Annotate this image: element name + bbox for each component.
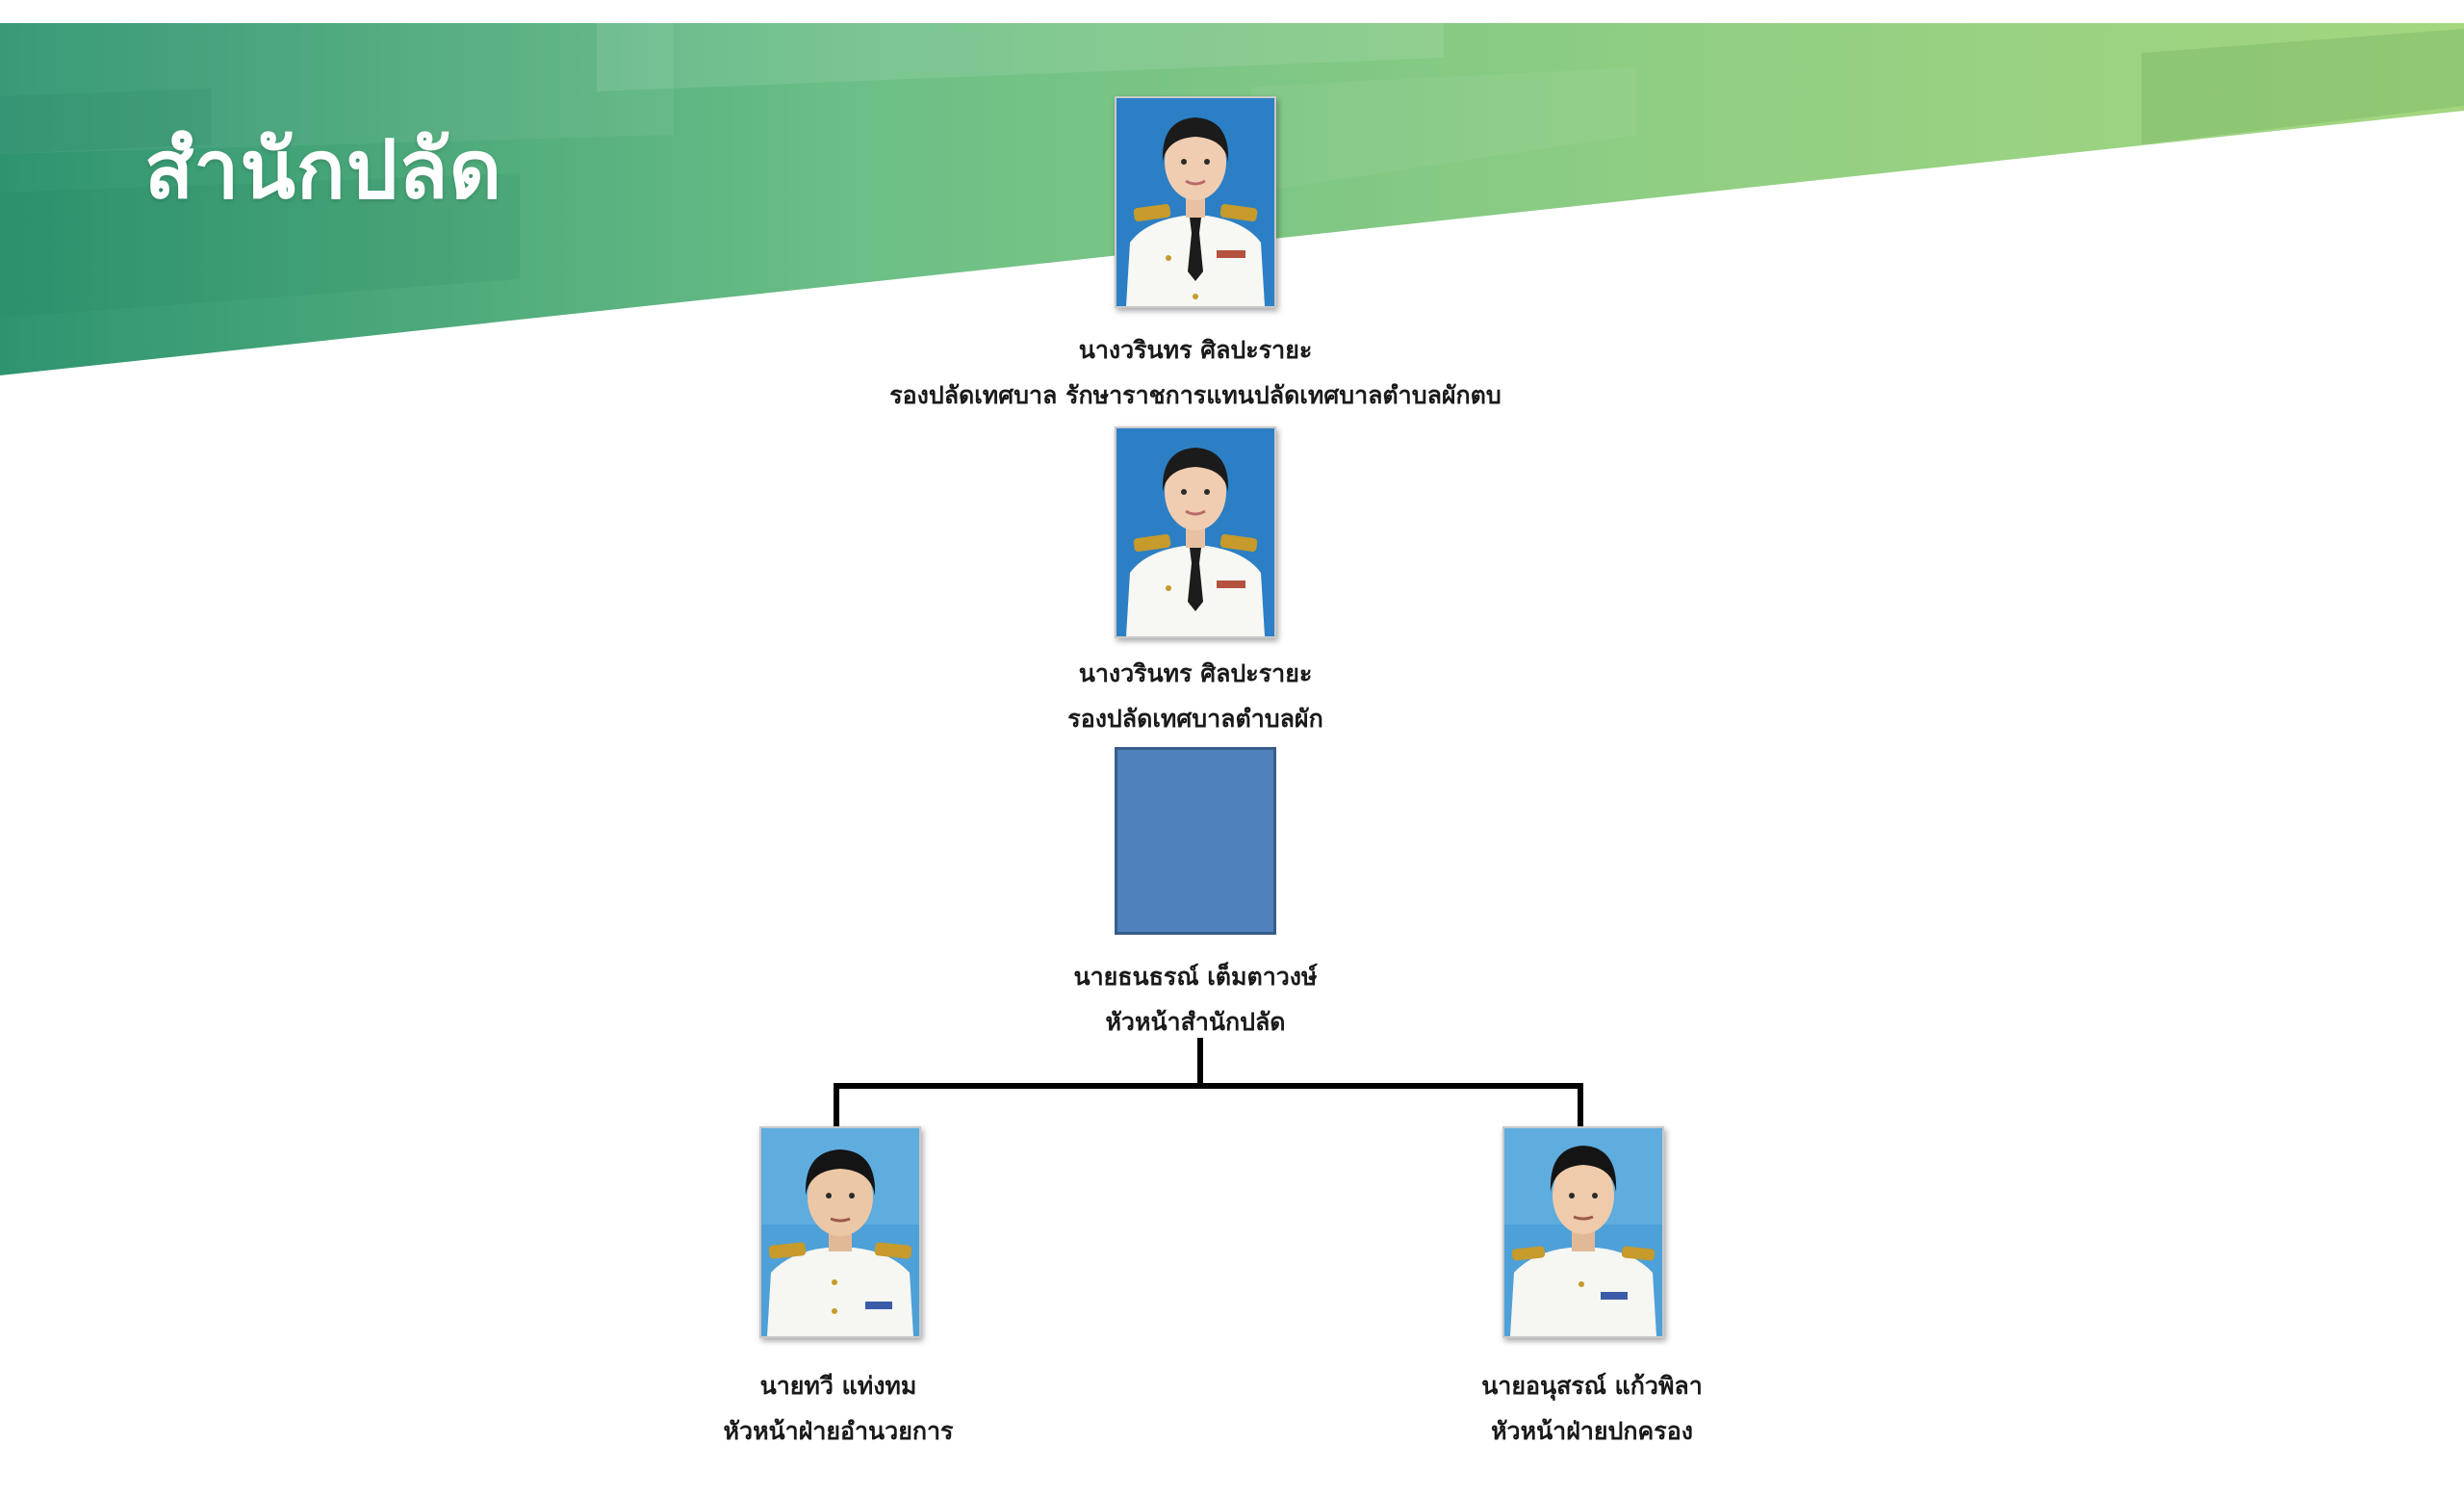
member-photo-5 bbox=[1502, 1126, 1664, 1338]
member-name-2: นางวรินทร ศิลปะรายะ bbox=[1078, 659, 1313, 687]
member-caption-1: นางวรินทร ศิลปะรายะ รองปลัดเทศบาล รักษาร… bbox=[762, 327, 1629, 418]
member-name-4: นายทวี แท่งทม bbox=[759, 1372, 917, 1400]
male-officer-portrait bbox=[1504, 1128, 1662, 1336]
member-name-5: นายอนุสรณ์ แก้วพิลา bbox=[1481, 1372, 1703, 1400]
member-caption-5: นายอนุสรณ์ แก้วพิลา หัวหน้าฝ่ายปกครอง bbox=[1159, 1363, 2025, 1454]
member-photo-2 bbox=[1115, 426, 1276, 638]
member-photo-1 bbox=[1115, 96, 1276, 308]
member-position-4: หัวหน้าฝ่ายอำนวยการ bbox=[723, 1417, 954, 1445]
member-name-1: นางวรินทร ศิลปะรายะ bbox=[1078, 336, 1313, 364]
female-officer-portrait bbox=[1116, 98, 1274, 306]
member-caption-3: นายธนธรณ์ เต็มตาวงษ์ หัวหน้าสำนักปลัด bbox=[762, 954, 1629, 1045]
member-photo-4 bbox=[759, 1126, 921, 1338]
member-position-1: รองปลัดเทศบาล รักษาราชการแทนปลัดเทศบาลตำ… bbox=[889, 381, 1502, 409]
male-officer-portrait bbox=[761, 1128, 919, 1336]
member-photo-placeholder-3 bbox=[1115, 747, 1276, 935]
member-caption-4: นายทวี แท่งทม หัวหน้าฝ่ายอำนวยการ bbox=[405, 1363, 1271, 1454]
member-position-5: หัวหน้าฝ่ายปกครอง bbox=[1491, 1417, 1693, 1445]
page-title: สำนักปลัด bbox=[144, 122, 503, 217]
member-position-2: รองปลัดเทศบาลตำบลผัก bbox=[1067, 705, 1323, 733]
member-position-3: หัวหน้าสำนักปลัด bbox=[1105, 1008, 1286, 1036]
member-name-3: นายธนธรณ์ เต็มตาวงษ์ bbox=[1073, 963, 1318, 991]
member-caption-2: นางวรินทร ศิลปะรายะ รองปลัดเทศบาลตำบลผัก bbox=[762, 651, 1629, 741]
female-officer-portrait bbox=[1116, 428, 1274, 636]
